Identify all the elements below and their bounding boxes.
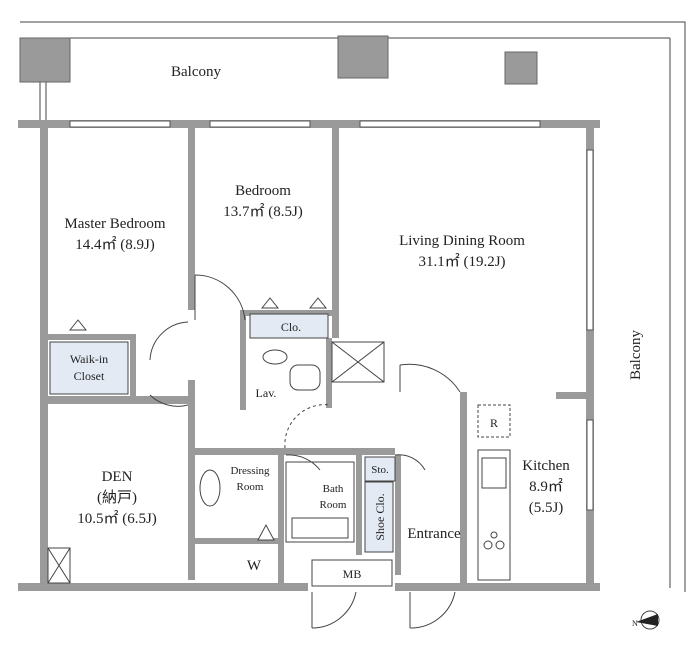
bath-label-2: Room bbox=[320, 499, 347, 511]
clo-area bbox=[249, 313, 329, 339]
svg-text:N: N bbox=[632, 619, 638, 628]
lav-label: Lav. bbox=[256, 386, 277, 400]
pillar bbox=[504, 51, 538, 85]
living-label: Living Dining Room bbox=[399, 233, 525, 249]
balcony-right-label: Balcony bbox=[628, 330, 644, 380]
balcony-outline bbox=[20, 21, 686, 592]
windows-right bbox=[586, 149, 594, 511]
den-label: DEN bbox=[102, 469, 133, 485]
living-size: 31.1㎡ (19.2J) bbox=[418, 253, 505, 270]
walkin-closet-area bbox=[49, 341, 129, 395]
meter-box-label: MB bbox=[343, 567, 362, 581]
kitchen-label: Kitchen bbox=[522, 458, 570, 474]
bath-label-1: Bath bbox=[323, 483, 344, 495]
shoe-closet-label: Shoe Clo. bbox=[373, 493, 387, 540]
bath-fixtures bbox=[199, 461, 355, 543]
bedroom-size: 13.7㎡ (8.5J) bbox=[223, 203, 303, 220]
den-alt-label: (納戸) bbox=[97, 489, 137, 506]
corridor-arc bbox=[284, 404, 331, 449]
pillar bbox=[337, 35, 389, 79]
meter-box bbox=[311, 559, 393, 587]
dressing-label-1: Dressing bbox=[230, 465, 270, 477]
balcony-top-label: Balcony bbox=[171, 64, 221, 80]
closet-arrows bbox=[68, 297, 328, 541]
entrance-label: Entrance bbox=[407, 526, 461, 542]
interior-walls bbox=[48, 128, 586, 590]
sto-area bbox=[364, 456, 396, 482]
shaft-den bbox=[47, 547, 71, 584]
pillar bbox=[19, 37, 71, 83]
bedroom-label: Bedroom bbox=[235, 183, 291, 199]
north-arrow-icon: N bbox=[632, 610, 660, 630]
shaft bbox=[331, 341, 385, 383]
clo-label: Clo. bbox=[281, 320, 301, 334]
lavatory-fixtures bbox=[262, 349, 321, 391]
walkin-label-1: Waik-in bbox=[70, 352, 108, 366]
walkin-label-2: Closet bbox=[74, 369, 105, 383]
master-bedroom-size: 14.4㎡ (8.9J) bbox=[75, 236, 155, 253]
master-bedroom-label: Master Bedroom bbox=[64, 216, 166, 232]
kitchen-size-1: 8.9㎡ bbox=[529, 478, 563, 495]
doors bbox=[149, 274, 461, 629]
windows-top bbox=[69, 120, 541, 128]
sto-label: Sto. bbox=[371, 464, 389, 476]
fridge-label: R bbox=[490, 416, 498, 430]
dressing-label-2: Room bbox=[237, 481, 264, 493]
den-size: 10.5㎡ (6.5J) bbox=[77, 510, 157, 527]
kitchen-fixtures bbox=[477, 404, 511, 581]
shoe-closet-area bbox=[364, 481, 394, 553]
kitchen-size-2: (5.5J) bbox=[529, 500, 564, 516]
washer-label: W bbox=[247, 558, 262, 574]
